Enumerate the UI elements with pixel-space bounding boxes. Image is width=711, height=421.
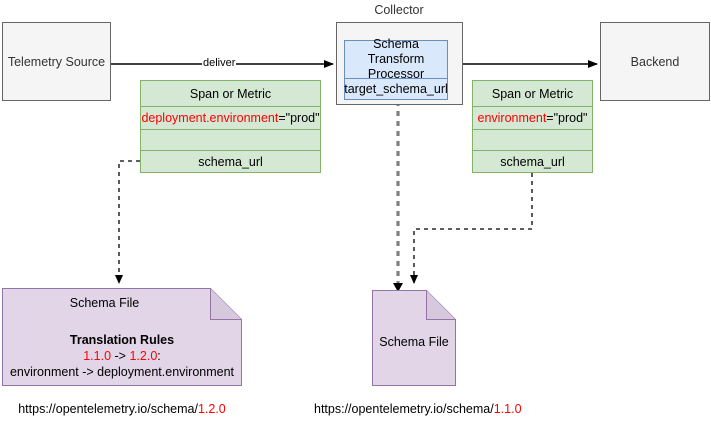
span-before-attribute-value: ="prod": [278, 111, 320, 125]
schema-file-left-body-rule: environment -> deployment.environment: [9, 365, 235, 379]
span-after-row-empty: [473, 129, 592, 150]
schema-file-right-title: Schema File: [379, 335, 449, 349]
edge-span-before-schema-url: [115, 160, 140, 284]
span-before-row-title: Span or Metric: [189, 86, 272, 101]
node-backend[interactable]: Backend: [600, 22, 710, 101]
edge-processor-target-schema: [393, 101, 403, 292]
span-after-row-title: Span or Metric: [491, 86, 574, 101]
span-after-attribute-value: ="prod": [546, 111, 588, 125]
schema-file-left-body-version: 1.1.0 -> 1.2.0:: [83, 349, 161, 363]
schema-file-right-shape: [372, 290, 456, 386]
schema-file-left-url: https://opentelemetry.io/schema/1.2.0: [18, 402, 226, 416]
span-before-attribute-key: deployment.environment: [141, 111, 279, 125]
schema-file-right-url: https://opentelemetry.io/schema/1.1.0: [314, 402, 522, 416]
node-telemetry-source[interactable]: Telemetry Source: [2, 22, 111, 101]
span-before-row-schema-url: schema_url: [141, 150, 320, 173]
processor-title: Schema Transform Processor: [367, 37, 425, 81]
schema-file-left-title: Schema File: [69, 296, 140, 310]
edge-label-deliver: deliver: [202, 57, 237, 69]
node-schema-file-left[interactable]: [2, 288, 242, 386]
span-before-row-empty: [141, 129, 320, 150]
span-after-row-attribute: environment="prod": [473, 106, 592, 129]
node-schema-file-right[interactable]: [372, 290, 456, 386]
collector-title: Collector: [374, 3, 424, 17]
backend-label: Backend: [630, 54, 680, 69]
telemetry-source-label: Telemetry Source: [7, 54, 106, 69]
node-schema-transform-processor[interactable]: Schema Transform Processor target_schema…: [344, 37, 448, 100]
span-or-metric-after[interactable]: Span or Metric environment="prod" schema…: [472, 80, 593, 173]
schema-file-left-shape: [2, 288, 242, 386]
schema-file-left-body: Translation Rules 1.1.0 -> 1.2.0: enviro…: [2, 332, 242, 380]
span-after-row-schema-url: schema_url: [473, 150, 592, 173]
span-or-metric-before[interactable]: Span or Metric deployment.environment="p…: [140, 80, 321, 173]
span-before-row-attribute: deployment.environment="prod": [141, 106, 320, 129]
processor-target-schema-url: target_schema_url: [344, 78, 448, 100]
edge-span-after-schema-url: [410, 173, 533, 284]
span-after-attribute-key: environment: [477, 111, 547, 125]
schema-file-left-body-heading: Translation Rules: [69, 333, 175, 347]
